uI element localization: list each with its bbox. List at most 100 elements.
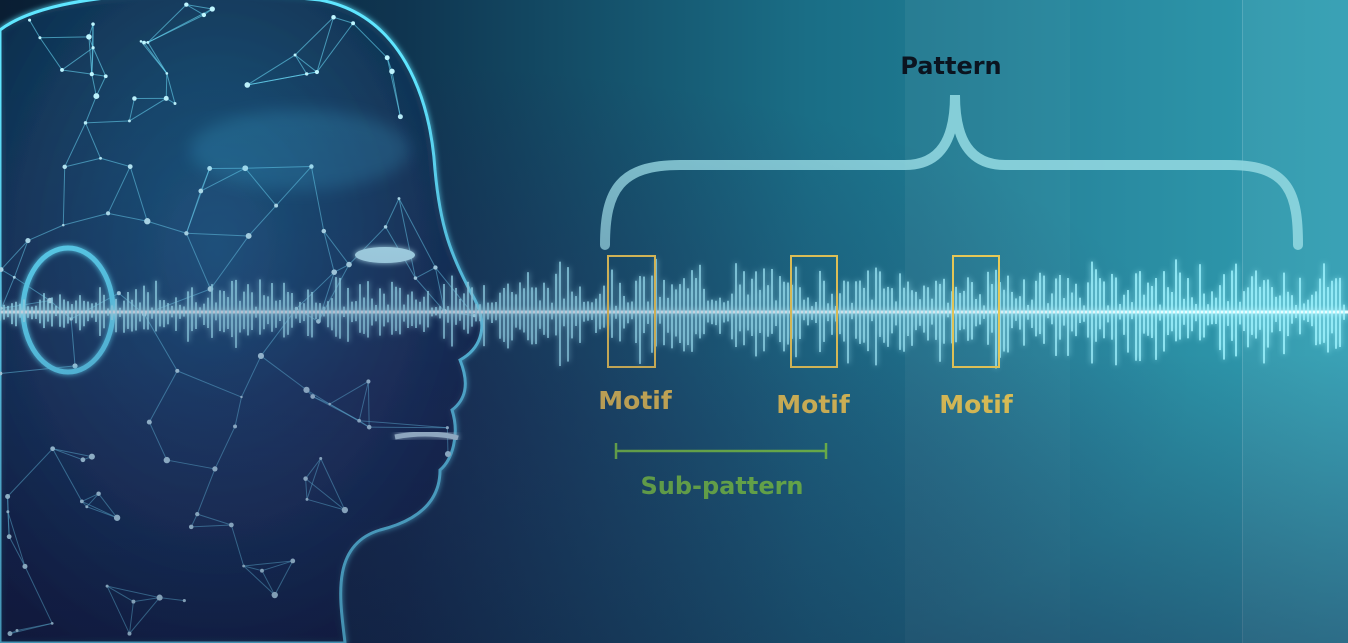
mesh-edge <box>81 493 99 502</box>
motif-box <box>607 255 656 368</box>
mesh-node <box>132 96 137 101</box>
mesh-edge <box>177 370 242 398</box>
mesh-edge <box>85 95 97 124</box>
mesh-edge <box>91 74 97 97</box>
mesh-edge <box>159 597 185 602</box>
motif-label: Motif <box>776 390 850 419</box>
mesh-node <box>366 379 371 384</box>
mesh-node <box>89 72 94 77</box>
mesh-node <box>127 631 132 636</box>
mesh-node <box>79 499 84 504</box>
mesh-node <box>383 225 388 229</box>
mesh-node <box>357 418 362 423</box>
mesh-edge <box>358 381 369 421</box>
mesh-edge <box>107 166 131 214</box>
mesh-edge <box>386 57 401 117</box>
mesh-edge <box>185 233 211 290</box>
mesh-edge <box>52 448 84 461</box>
mesh-node <box>80 457 86 463</box>
mesh-edge <box>143 313 178 372</box>
mesh-edge <box>0 277 15 309</box>
mesh-edge <box>323 230 350 265</box>
mesh-node <box>321 228 327 234</box>
motif-box <box>952 255 1000 368</box>
mesh-node <box>274 203 279 208</box>
brain-glow <box>190 110 410 190</box>
pattern-label: Pattern <box>900 52 1002 80</box>
mesh-node <box>105 584 109 588</box>
mesh-edge <box>91 73 106 77</box>
mesh-edge <box>147 220 187 234</box>
mesh-edge <box>129 97 167 122</box>
mesh-node <box>60 68 64 72</box>
mesh-node <box>182 599 186 603</box>
mesh-node <box>445 426 449 430</box>
mesh-edge <box>0 365 76 375</box>
mesh-edge <box>243 565 276 596</box>
mesh-node <box>6 510 10 514</box>
mesh-node <box>310 394 316 399</box>
mesh-node <box>188 524 194 530</box>
sub-pattern-label: Sub-pattern <box>640 472 804 500</box>
mesh-edge <box>129 166 148 222</box>
mesh-edge <box>446 427 449 455</box>
mesh-node <box>303 476 308 481</box>
mesh-edge <box>81 500 118 519</box>
mesh-edge <box>186 4 205 16</box>
mesh-edge <box>8 536 26 567</box>
mesh-edge <box>186 232 249 237</box>
mesh-node <box>5 494 11 500</box>
ear-outline <box>20 245 116 375</box>
mesh-node <box>245 232 252 239</box>
mesh-edge <box>316 22 354 73</box>
mesh-edge <box>367 381 370 428</box>
mesh-edge <box>186 4 213 10</box>
mesh-edge <box>61 47 94 71</box>
mesh-node <box>83 121 88 125</box>
mesh-edge <box>305 478 308 500</box>
mesh-edge <box>333 16 354 24</box>
mesh-edge <box>398 198 436 268</box>
mesh-node <box>113 514 121 521</box>
mesh-edge <box>140 41 168 74</box>
mesh-node <box>184 2 189 7</box>
glowing-wireframe-head-icon <box>0 0 484 643</box>
mesh-edge <box>70 318 76 366</box>
mesh-edge <box>348 226 386 265</box>
mesh-edge <box>306 389 330 405</box>
mesh-edge <box>234 396 242 427</box>
mesh-node <box>233 424 238 429</box>
mesh-node <box>244 82 251 88</box>
mesh-node <box>175 368 180 373</box>
mesh-node <box>195 511 200 517</box>
mesh-node <box>384 55 390 61</box>
mesh-edge <box>196 468 216 515</box>
mesh-edge <box>148 421 168 461</box>
mesh-edge <box>27 224 64 242</box>
mesh-edge <box>85 120 130 124</box>
mesh-edge <box>369 426 448 429</box>
mesh-node <box>28 18 32 22</box>
mesh-edge <box>385 198 400 228</box>
mesh-node <box>96 491 101 496</box>
mesh-edge <box>210 235 250 290</box>
mesh-node <box>7 631 13 637</box>
mesh-node <box>25 238 31 244</box>
mesh-node <box>319 456 323 461</box>
mesh-node <box>156 594 163 601</box>
mesh-edge <box>243 560 293 567</box>
mesh-node <box>366 424 372 430</box>
mesh-edge <box>415 267 436 279</box>
mesh-edge <box>106 585 134 603</box>
motif-label: Motif <box>939 390 1013 419</box>
mesh-node <box>433 265 438 270</box>
mesh-edge <box>0 240 29 270</box>
mesh-edge <box>166 73 176 104</box>
mesh-node <box>6 534 12 540</box>
mesh-edge <box>260 355 307 391</box>
mesh-edge <box>165 73 168 99</box>
mesh-edge <box>0 269 15 278</box>
mesh-edge <box>95 76 107 97</box>
mesh-edge <box>261 560 293 572</box>
